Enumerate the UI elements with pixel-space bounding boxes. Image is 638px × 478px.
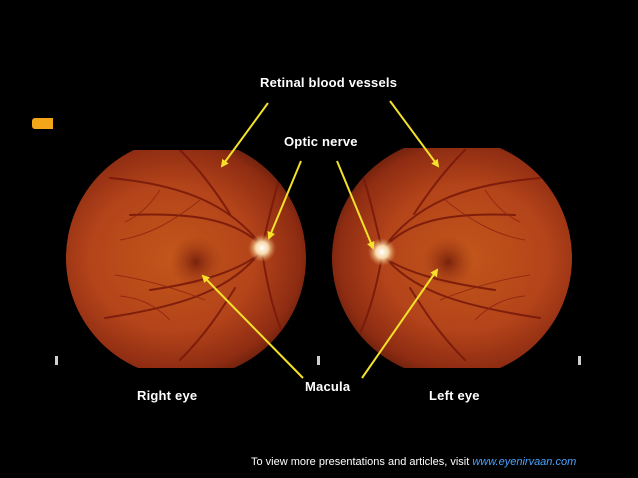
right-edge-mark: [578, 356, 581, 365]
right-eye-fundus: [60, 148, 310, 368]
arrow-optic-right: [267, 160, 302, 240]
right-eye-label: Right eye: [137, 388, 198, 403]
footer-text: To view more presentations and articles,…: [251, 456, 473, 468]
center-mark: [317, 356, 320, 365]
arrow-optic-left: [336, 160, 375, 250]
left-eye-fundus: [332, 148, 572, 368]
retinal-blood-vessels-label: Retinal blood vessels: [260, 75, 398, 90]
arrow-vessels-right: [220, 102, 269, 168]
optic-nerve-label: Optic nerve: [284, 134, 358, 149]
footer-link[interactable]: www.eyenirvaan.com: [472, 456, 577, 468]
arrow-vessels-left: [389, 100, 440, 168]
arrows: [201, 100, 440, 379]
accent-tab-icon: [32, 118, 53, 129]
arrow-macula-right: [201, 274, 304, 379]
footer: To view more presentations and articles,…: [251, 456, 576, 468]
macula-label: Macula: [305, 379, 351, 394]
arrow-macula-left: [361, 268, 439, 379]
left-eye-label: Left eye: [429, 388, 480, 403]
left-edge-mark: [55, 356, 58, 365]
